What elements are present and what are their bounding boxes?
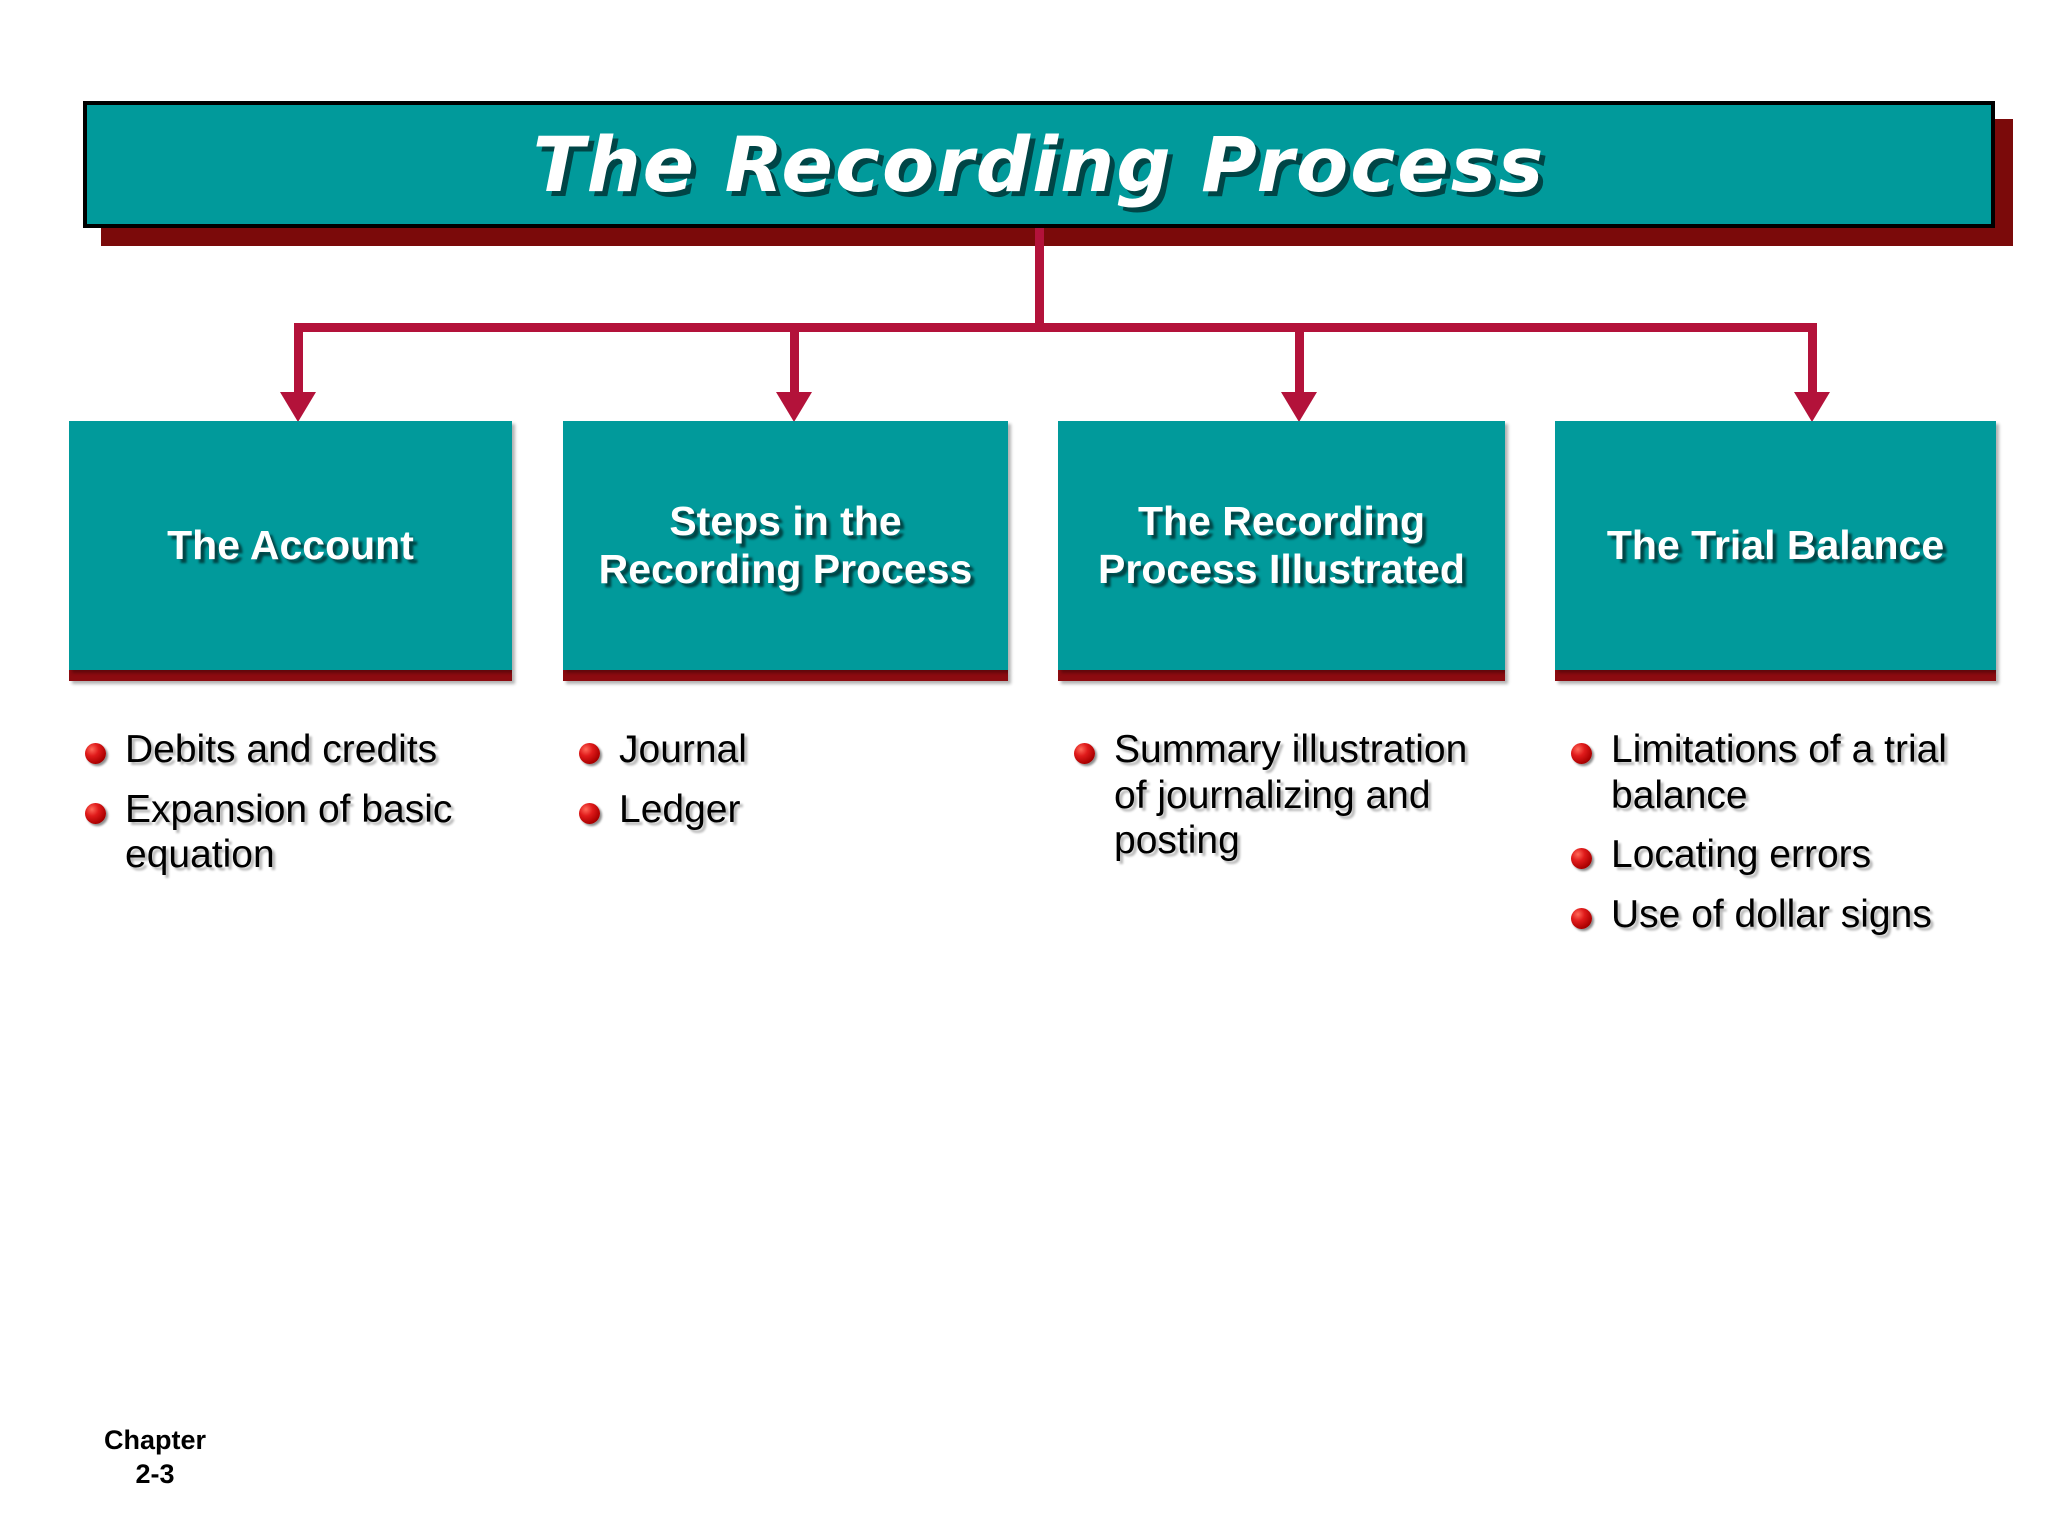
red-sphere-bullet-icon <box>1571 848 1592 870</box>
page-title: The Recording Process <box>532 120 1546 209</box>
topic-box-label: The Trial Balance <box>1606 521 1945 568</box>
connector-branch-4 <box>1808 332 1817 395</box>
red-sphere-bullet-icon <box>1571 743 1592 764</box>
down-arrow-icon-1 <box>280 392 316 422</box>
slide-title-banner: The Recording Process <box>83 101 2013 246</box>
topic-box-label: Steps in the Recording Process <box>598 498 973 592</box>
footer-chapter-number: 2-3 <box>135 1458 175 1489</box>
list-item: Limitations of a trial balance <box>1555 727 1996 818</box>
red-sphere-bullet-icon <box>1074 743 1095 764</box>
bullet-list: Limitations of a trial balance Locating … <box>1555 681 1996 938</box>
connector-branch-3 <box>1295 332 1304 395</box>
topic-column-the-trial-balance: The Trial Balance Limitations of a trial… <box>1555 421 1996 952</box>
title-banner-plate: The Recording Process <box>83 101 1995 228</box>
bullet-list: Summary illustration of journalizing and… <box>1058 681 1505 864</box>
list-item-text: Use of dollar signs <box>1611 892 1932 936</box>
topic-box-underbar <box>563 670 1008 681</box>
connector-rail-horizontal <box>294 323 1817 332</box>
topic-box-label: The Account <box>167 521 414 568</box>
red-sphere-bullet-icon <box>1571 907 1592 929</box>
topic-box-underbar <box>1555 670 1996 681</box>
bullet-list: Journal Ledger <box>563 681 1008 832</box>
list-item-text: Expansion of basic equation <box>125 787 453 877</box>
bullet-list: Debits and credits Expansion of basic eq… <box>69 681 512 878</box>
list-item: Summary illustration of journalizing and… <box>1058 727 1505 864</box>
list-item: Journal <box>563 727 1008 773</box>
list-item-text: Debits and credits <box>125 728 438 771</box>
red-sphere-bullet-icon <box>579 743 600 764</box>
connector-branch-2 <box>790 332 799 395</box>
topic-box-underbar <box>69 670 512 681</box>
topic-column-the-account: The Account Debits and credits Expansion… <box>69 421 512 892</box>
topic-box[interactable]: The Recording Process Illustrated <box>1058 421 1505 670</box>
down-arrow-icon-3 <box>1281 392 1317 422</box>
red-sphere-bullet-icon <box>85 802 106 824</box>
list-item-text: Ledger <box>619 787 741 831</box>
down-arrow-icon-2 <box>776 392 812 422</box>
list-item: Locating errors <box>1555 832 1996 878</box>
topic-column-steps-in-the-recording-process: Steps in the Recording Process Journal L… <box>563 421 1008 846</box>
list-item-text: Summary illustration of journalizing and… <box>1114 728 1468 863</box>
red-sphere-bullet-icon <box>579 802 600 824</box>
list-item: Ledger <box>563 787 1008 833</box>
topic-box[interactable]: The Account <box>69 421 512 670</box>
down-arrow-icon-4 <box>1794 392 1830 422</box>
topic-box-label: The Recording Process Illustrated <box>1098 498 1465 592</box>
topic-box-underbar <box>1058 670 1505 681</box>
topic-column-the-recording-process-illustrated: The Recording Process Illustrated Summar… <box>1058 421 1505 878</box>
slide-footer: Chapter 2-3 <box>55 1424 255 1492</box>
list-item: Expansion of basic equation <box>69 787 512 878</box>
footer-chapter-label: Chapter <box>103 1425 206 1455</box>
list-item: Use of dollar signs <box>1555 892 1996 938</box>
topic-box[interactable]: Steps in the Recording Process <box>563 421 1008 670</box>
red-sphere-bullet-icon <box>85 743 106 764</box>
list-item-text: Journal <box>619 728 747 771</box>
connector-branch-1 <box>294 332 303 395</box>
connector-stem-vertical <box>1035 228 1044 323</box>
list-item: Debits and credits <box>69 727 512 773</box>
list-item-text: Limitations of a trial balance <box>1611 728 1947 817</box>
topic-box[interactable]: The Trial Balance <box>1555 421 1996 670</box>
list-item-text: Locating errors <box>1611 833 1872 877</box>
